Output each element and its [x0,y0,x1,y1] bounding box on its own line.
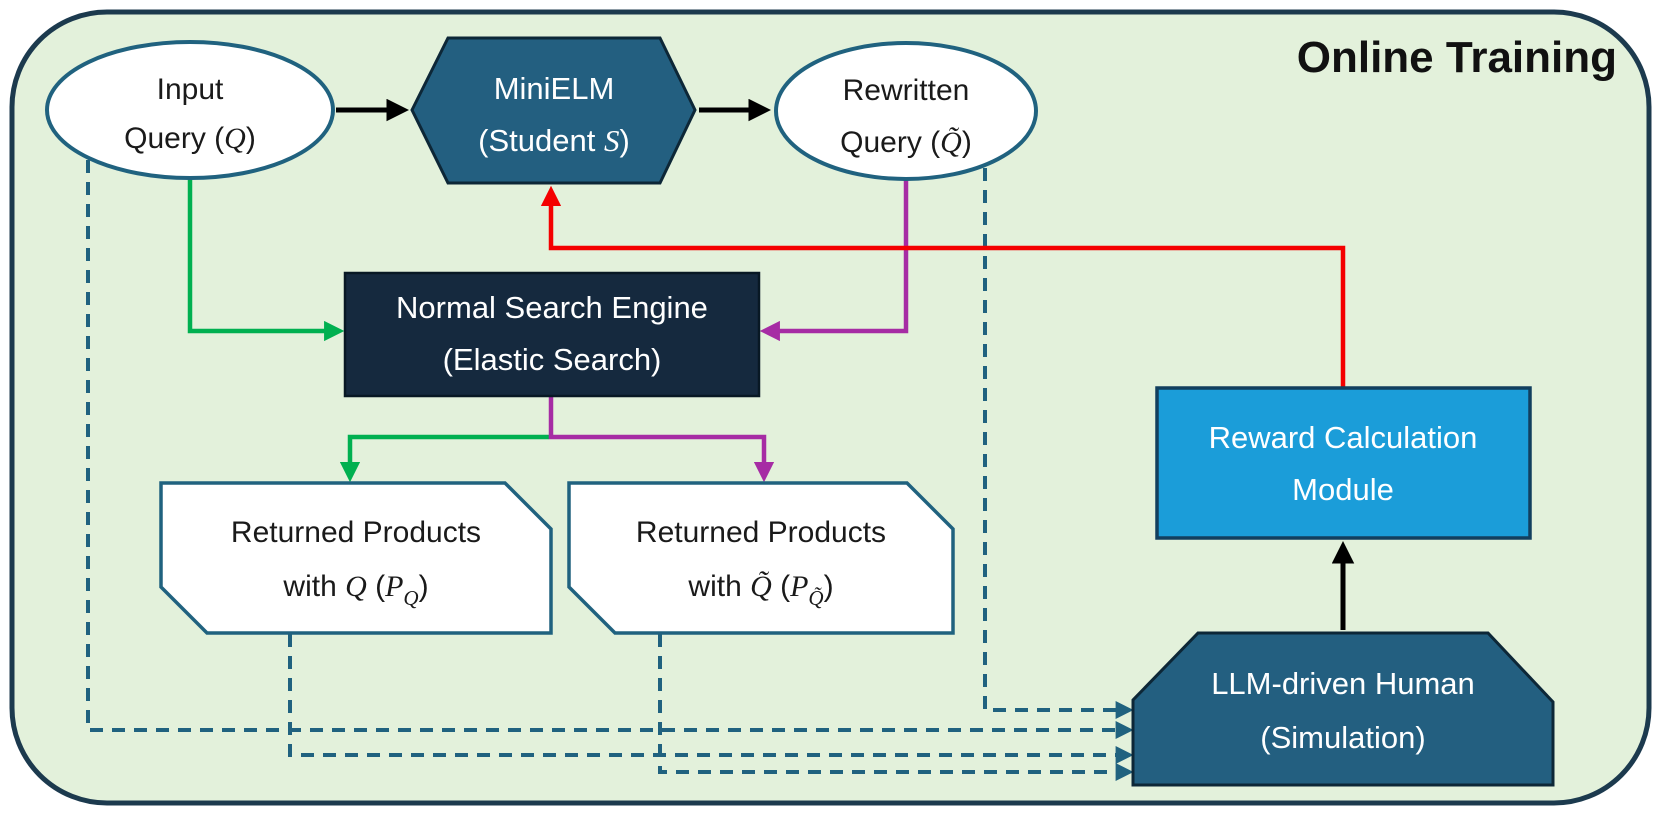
input-query-label-line2: Query (Q) [124,122,256,155]
llm-human-node [1131,631,1555,787]
reward-module-node [1155,386,1532,540]
edge-search-to-returned-qtilde [548,394,775,483]
reward-label-line2: Module [1292,472,1394,507]
page-title: Online Training [1297,33,1617,82]
edge-input-query-to-search [187,176,345,342]
rewritten-query-label-line2: Query (Q̃) [840,126,972,159]
edge-search-to-returned-q [339,434,549,483]
edge-reward-to-minielm [540,185,1346,390]
rewritten-query-node [774,41,1038,181]
returned-q-label-line2: with Q (PQ) [282,570,428,610]
minielm-label-line1: MiniELM [494,71,615,106]
edge-rewritten-query-to-llm-dashed [983,168,1134,719]
input-query-label-line1: Input [157,73,224,106]
edge-returned-qtilde-to-llm-dashed [658,634,1134,781]
minielm-label-line2: (Student S) [478,123,630,158]
search-engine-label-line2: (Elastic Search) [443,342,662,377]
returned-products-qtilde-node [567,481,955,635]
rewritten-query-label-line1: Rewritten [843,74,970,107]
llm-label-line2: (Simulation) [1260,720,1425,755]
minielm-node [410,36,697,185]
returned-qtilde-label-line1: Returned Products [636,516,886,549]
llm-label-line1: LLM-driven Human [1211,666,1475,701]
input-query-node [45,40,335,180]
returned-qtilde-label-line2: with Q̃ (PQ̃) [687,570,833,610]
edge-input-query-to-llm-dashed [86,160,1134,739]
edge-returned-q-to-llm-dashed [288,634,1134,764]
edge-rewritten-query-to-search [759,178,909,342]
search-engine-label-line1: Normal Search Engine [396,290,708,325]
reward-label-line1: Reward Calculation [1209,420,1478,455]
returned-q-label-line1: Returned Products [231,516,481,549]
returned-products-q-node [159,481,553,635]
search-engine-node [343,271,761,398]
